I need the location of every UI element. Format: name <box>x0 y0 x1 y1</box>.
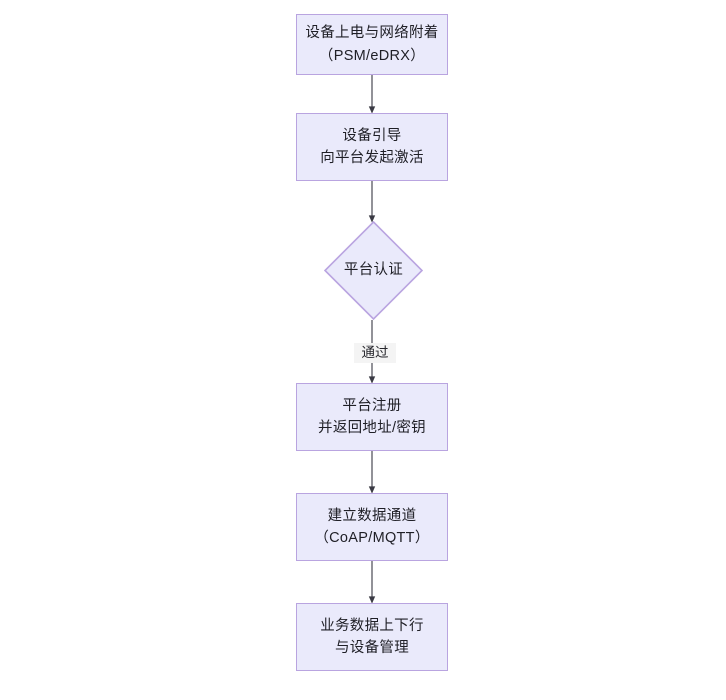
node-line: 设备上电与网络附着 <box>305 25 439 42</box>
node-line: 业务数据上下行 <box>320 617 424 634</box>
edge-label-text: 通过 <box>361 345 389 360</box>
node-establish-data-channel[interactable]: 建立数据通道 （CoAP/MQTT） <box>296 493 448 561</box>
node-line: （CoAP/MQTT） <box>314 530 430 546</box>
node-business-data-and-device-management[interactable]: 业务数据上下行 与设备管理 <box>296 603 448 671</box>
node-platform-registration[interactable]: 平台注册 并返回地址/密钥 <box>296 383 448 451</box>
node-platform-authentication[interactable]: 平台认证 <box>324 221 423 320</box>
node-line: （PSM/eDRX） <box>318 47 426 64</box>
edge-label-pass: 通过 <box>354 343 396 363</box>
node-power-on-network-attach[interactable]: 设备上电与网络附着 （PSM/eDRX） <box>296 14 448 75</box>
node-line: 建立数据通道 <box>327 507 417 524</box>
node-line: 设备引导 <box>342 127 402 144</box>
node-line: 平台注册 <box>342 397 402 414</box>
node-device-bootstrap[interactable]: 设备引导 向平台发起激活 <box>296 113 448 181</box>
node-line: 与设备管理 <box>335 640 409 656</box>
node-line: 并返回地址/密钥 <box>318 420 426 436</box>
node-line: 平台认证 <box>343 262 404 279</box>
node-line: 向平台发起激活 <box>320 150 424 166</box>
